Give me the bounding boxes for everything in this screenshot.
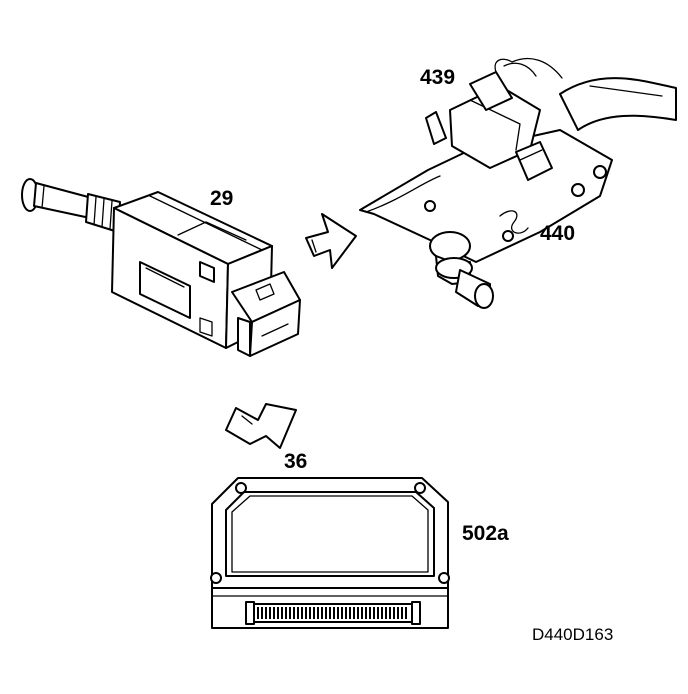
label-switch-number: 29 [210,187,233,210]
connector-pin [305,607,307,619]
connector-pin [293,607,295,619]
connector-pin [353,607,355,619]
connector-pin [333,607,335,619]
connector-pin [329,607,331,619]
label-bracket-number: 440 [540,222,575,245]
connector-pin [269,607,271,619]
switch-bracket-assembly [359,57,677,309]
connector-pin [349,607,351,619]
connector-pin [389,607,391,619]
connector-pin [397,607,399,619]
connector-pin [337,607,339,619]
connector-pin [385,607,387,619]
connector-pin [301,607,303,619]
connector-pin [393,607,395,619]
connector-pin [265,607,267,619]
connector-pin [369,607,371,619]
connector-pin [285,607,287,619]
connector-pin [325,607,327,619]
connector-pin [377,607,379,619]
connector-pin [289,607,291,619]
connector-pin [381,607,383,619]
connector-pin [317,607,319,619]
connector-pin [405,607,407,619]
arrow-down-icon [225,403,297,449]
connector-pin [341,607,343,619]
connector-pin [365,607,367,619]
control-module [210,477,450,629]
connector-pin [401,607,403,619]
connector-pin [373,607,375,619]
connector-pin [361,607,363,619]
connector-pin [313,607,315,619]
connector-pin [309,607,311,619]
label-harness-number: 439 [420,66,455,89]
connector-pin [273,607,275,619]
connector-pin [261,607,263,619]
connector-pin [321,607,323,619]
label-ecu-variant: 502a [462,522,509,545]
label-ecu-number: 36 [284,450,307,473]
drawing-code: D440D163 [532,625,613,644]
arrow-right-icon [305,213,357,269]
connector-pin [297,607,299,619]
connector-pin [345,607,347,619]
brake-light-switch [21,178,301,357]
connector-pin [281,607,283,619]
connector-pin [277,607,279,619]
connector-pin [357,607,359,619]
connector-pin [257,607,259,619]
